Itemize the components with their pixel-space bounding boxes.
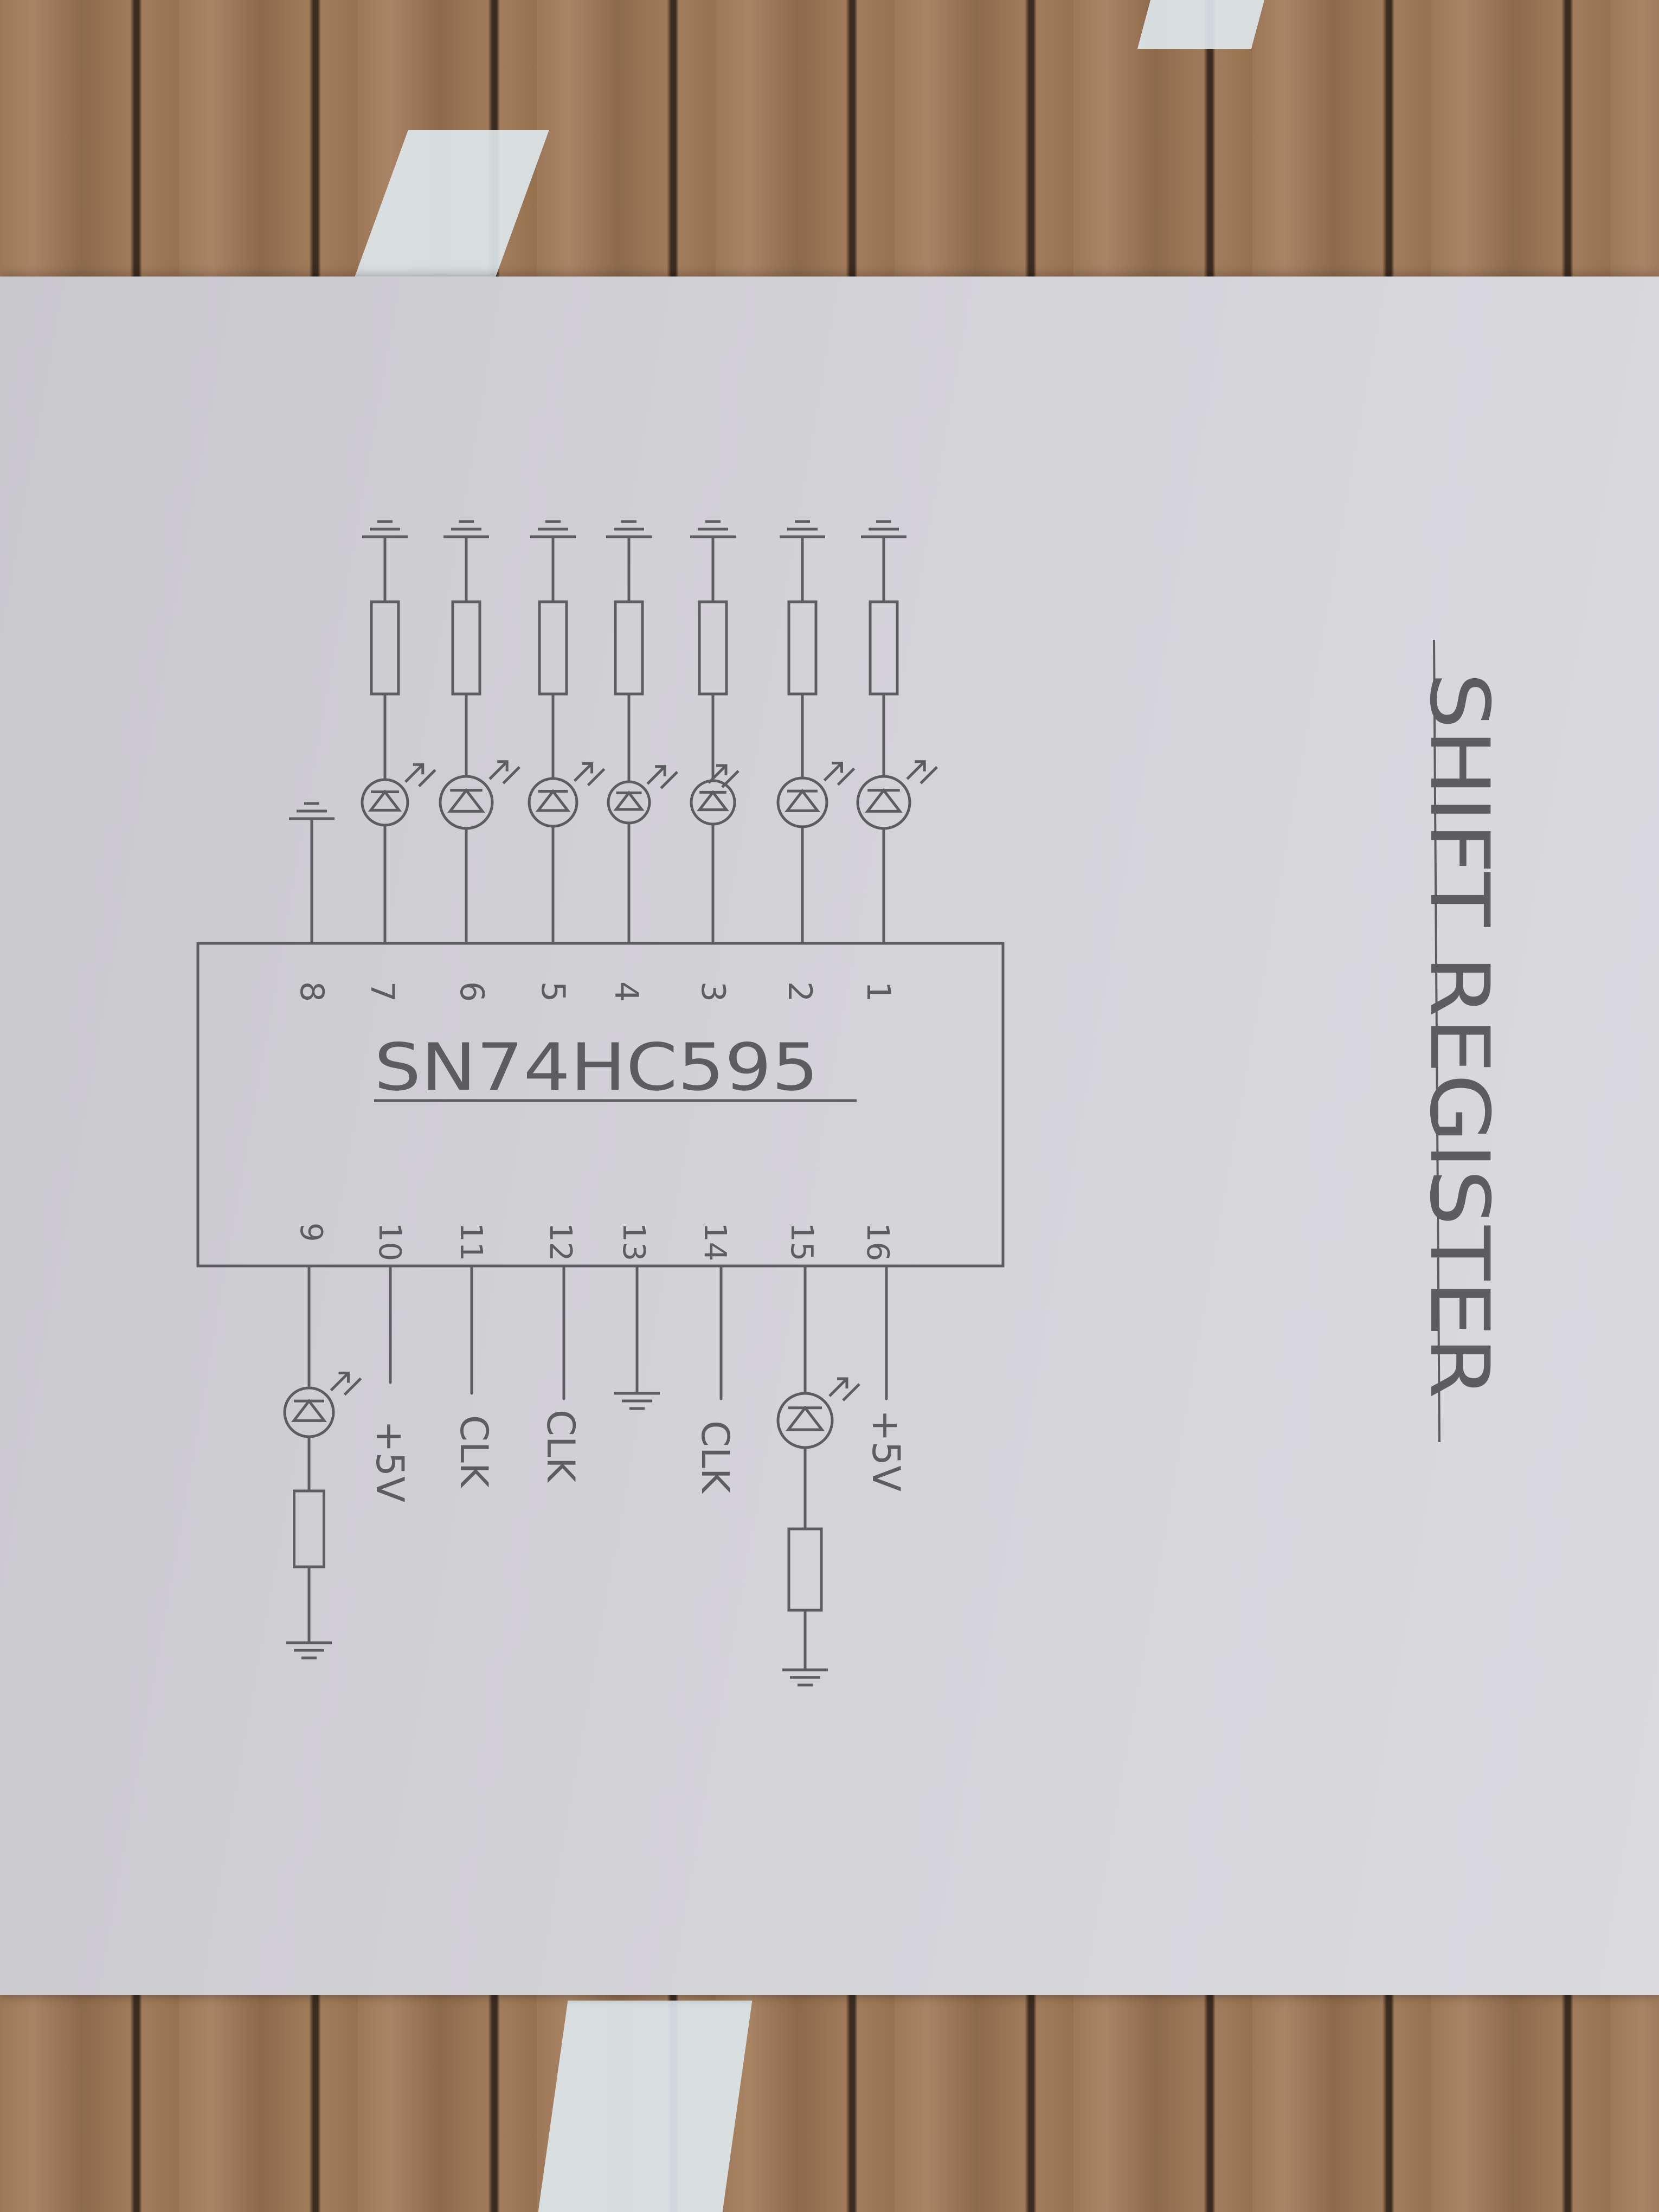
pin-label-bottom: 13	[616, 1223, 651, 1261]
ground-pin9	[286, 1641, 332, 1660]
pin-label-top: 3	[694, 981, 732, 1002]
pin-label-top: 6	[453, 981, 491, 1002]
pin-label-bottom: 10	[372, 1223, 407, 1261]
ground-pin13	[614, 1392, 660, 1410]
ground-pin15	[782, 1668, 828, 1687]
wood-table-top	[0, 0, 1659, 304]
ground-top-4	[690, 520, 736, 538]
components	[283, 520, 938, 1687]
pin-label-bottom: 9	[293, 1223, 329, 1242]
pin-label-top: 4	[607, 981, 645, 1002]
resistor-top-1	[451, 600, 481, 696]
ground-top-1	[443, 520, 489, 538]
wood-table-bottom	[0, 1984, 1659, 2212]
pin-label-top: 8	[293, 981, 331, 1002]
led-pin9	[283, 1372, 362, 1438]
wires	[307, 535, 888, 1671]
resistor-pin15	[787, 1527, 823, 1612]
led-top-0	[361, 763, 436, 827]
pin-label-bottom: 11	[453, 1223, 488, 1261]
ground-top-6	[861, 520, 906, 538]
pin-label-top: 1	[859, 981, 897, 1002]
led-top-6	[856, 760, 938, 830]
chip-body	[196, 942, 1005, 1268]
pin-label-bottom: 15	[784, 1223, 819, 1261]
resistor-top-0	[370, 600, 400, 696]
pin-label-top: 7	[363, 981, 401, 1002]
resistor-pin9	[293, 1489, 325, 1568]
ground-top-3	[606, 520, 652, 538]
chip-name: SN74HC595	[374, 1030, 819, 1105]
pin16-label: +5V	[864, 1410, 908, 1491]
pin11-label: CLK	[452, 1415, 496, 1489]
ground-top-5	[780, 520, 825, 538]
pin-labels-top: 8 7 6 5 4 3 2 1	[293, 981, 897, 1002]
pin-label-bottom: 12	[543, 1223, 578, 1261]
pin-labels-bottom: 9 10 11 12 13 14 15 16	[293, 1223, 895, 1261]
resistor-top-5	[787, 600, 818, 696]
pin10-label: +5V	[368, 1420, 412, 1502]
led-top-2	[528, 762, 606, 828]
pin-label-top: 5	[534, 981, 572, 1002]
resistor-top-6	[869, 600, 899, 696]
led-top-5	[776, 762, 856, 828]
pin-label-top: 2	[781, 981, 819, 1002]
title-underline	[1433, 639, 1441, 1443]
paper-sheet	[0, 276, 1659, 1995]
ground-top-2	[530, 520, 576, 538]
led-top-1	[439, 760, 520, 830]
pin-label-bottom: 16	[860, 1223, 895, 1261]
pin12-label: CLK	[538, 1410, 583, 1483]
resistor-top-3	[614, 600, 644, 696]
resistor-top-4	[698, 600, 728, 696]
led-pin15	[776, 1377, 860, 1449]
led-top-3	[607, 765, 678, 825]
pin14-label: CLK	[693, 1420, 737, 1494]
pin-label-bottom: 14	[697, 1223, 732, 1261]
ground-pin8	[289, 802, 335, 820]
ground-top-0	[362, 520, 408, 538]
led-top-4	[690, 764, 740, 826]
resistor-top-2	[538, 600, 568, 696]
page-title: SHIFT REGISTER	[1412, 672, 1506, 1399]
